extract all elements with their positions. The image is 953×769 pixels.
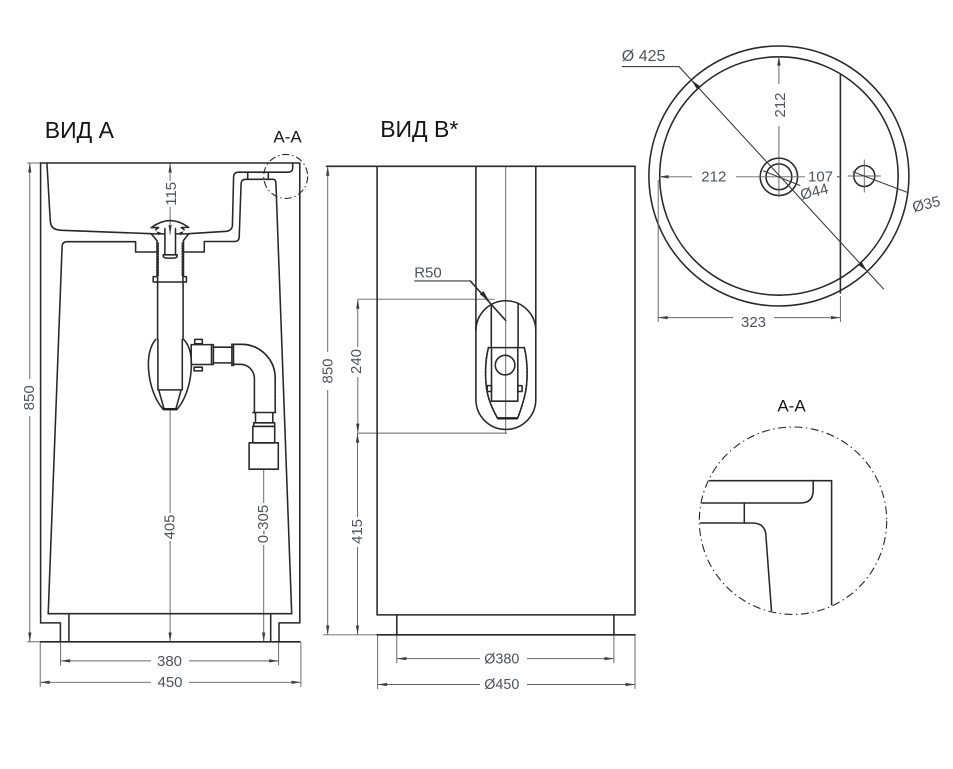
svg-text:Ø450: Ø450 (484, 677, 519, 693)
svg-text:A-A: A-A (273, 127, 302, 146)
svg-text:ВИД A: ВИД A (45, 117, 115, 143)
svg-text:Ø44: Ø44 (799, 180, 831, 203)
svg-text:240: 240 (348, 349, 365, 374)
svg-text:450: 450 (157, 674, 182, 691)
svg-text:Ø 425: Ø 425 (622, 48, 666, 65)
svg-text:415: 415 (349, 519, 366, 544)
svg-text:380: 380 (157, 653, 182, 670)
svg-text:212: 212 (772, 92, 789, 117)
svg-text:212: 212 (701, 169, 726, 186)
svg-text:0-305: 0-305 (255, 505, 272, 543)
svg-text:Ø380: Ø380 (484, 651, 519, 667)
svg-text:405: 405 (162, 514, 179, 539)
svg-text:ВИД В*: ВИД В* (380, 116, 458, 142)
svg-text:115: 115 (163, 182, 180, 206)
svg-text:R50: R50 (414, 265, 442, 282)
svg-text:107: 107 (808, 169, 833, 186)
svg-text:850: 850 (21, 385, 38, 410)
svg-text:850: 850 (320, 358, 337, 383)
svg-text:Ø35: Ø35 (911, 193, 943, 216)
svg-text:A-A: A-A (777, 397, 806, 416)
svg-text:323: 323 (741, 314, 766, 331)
